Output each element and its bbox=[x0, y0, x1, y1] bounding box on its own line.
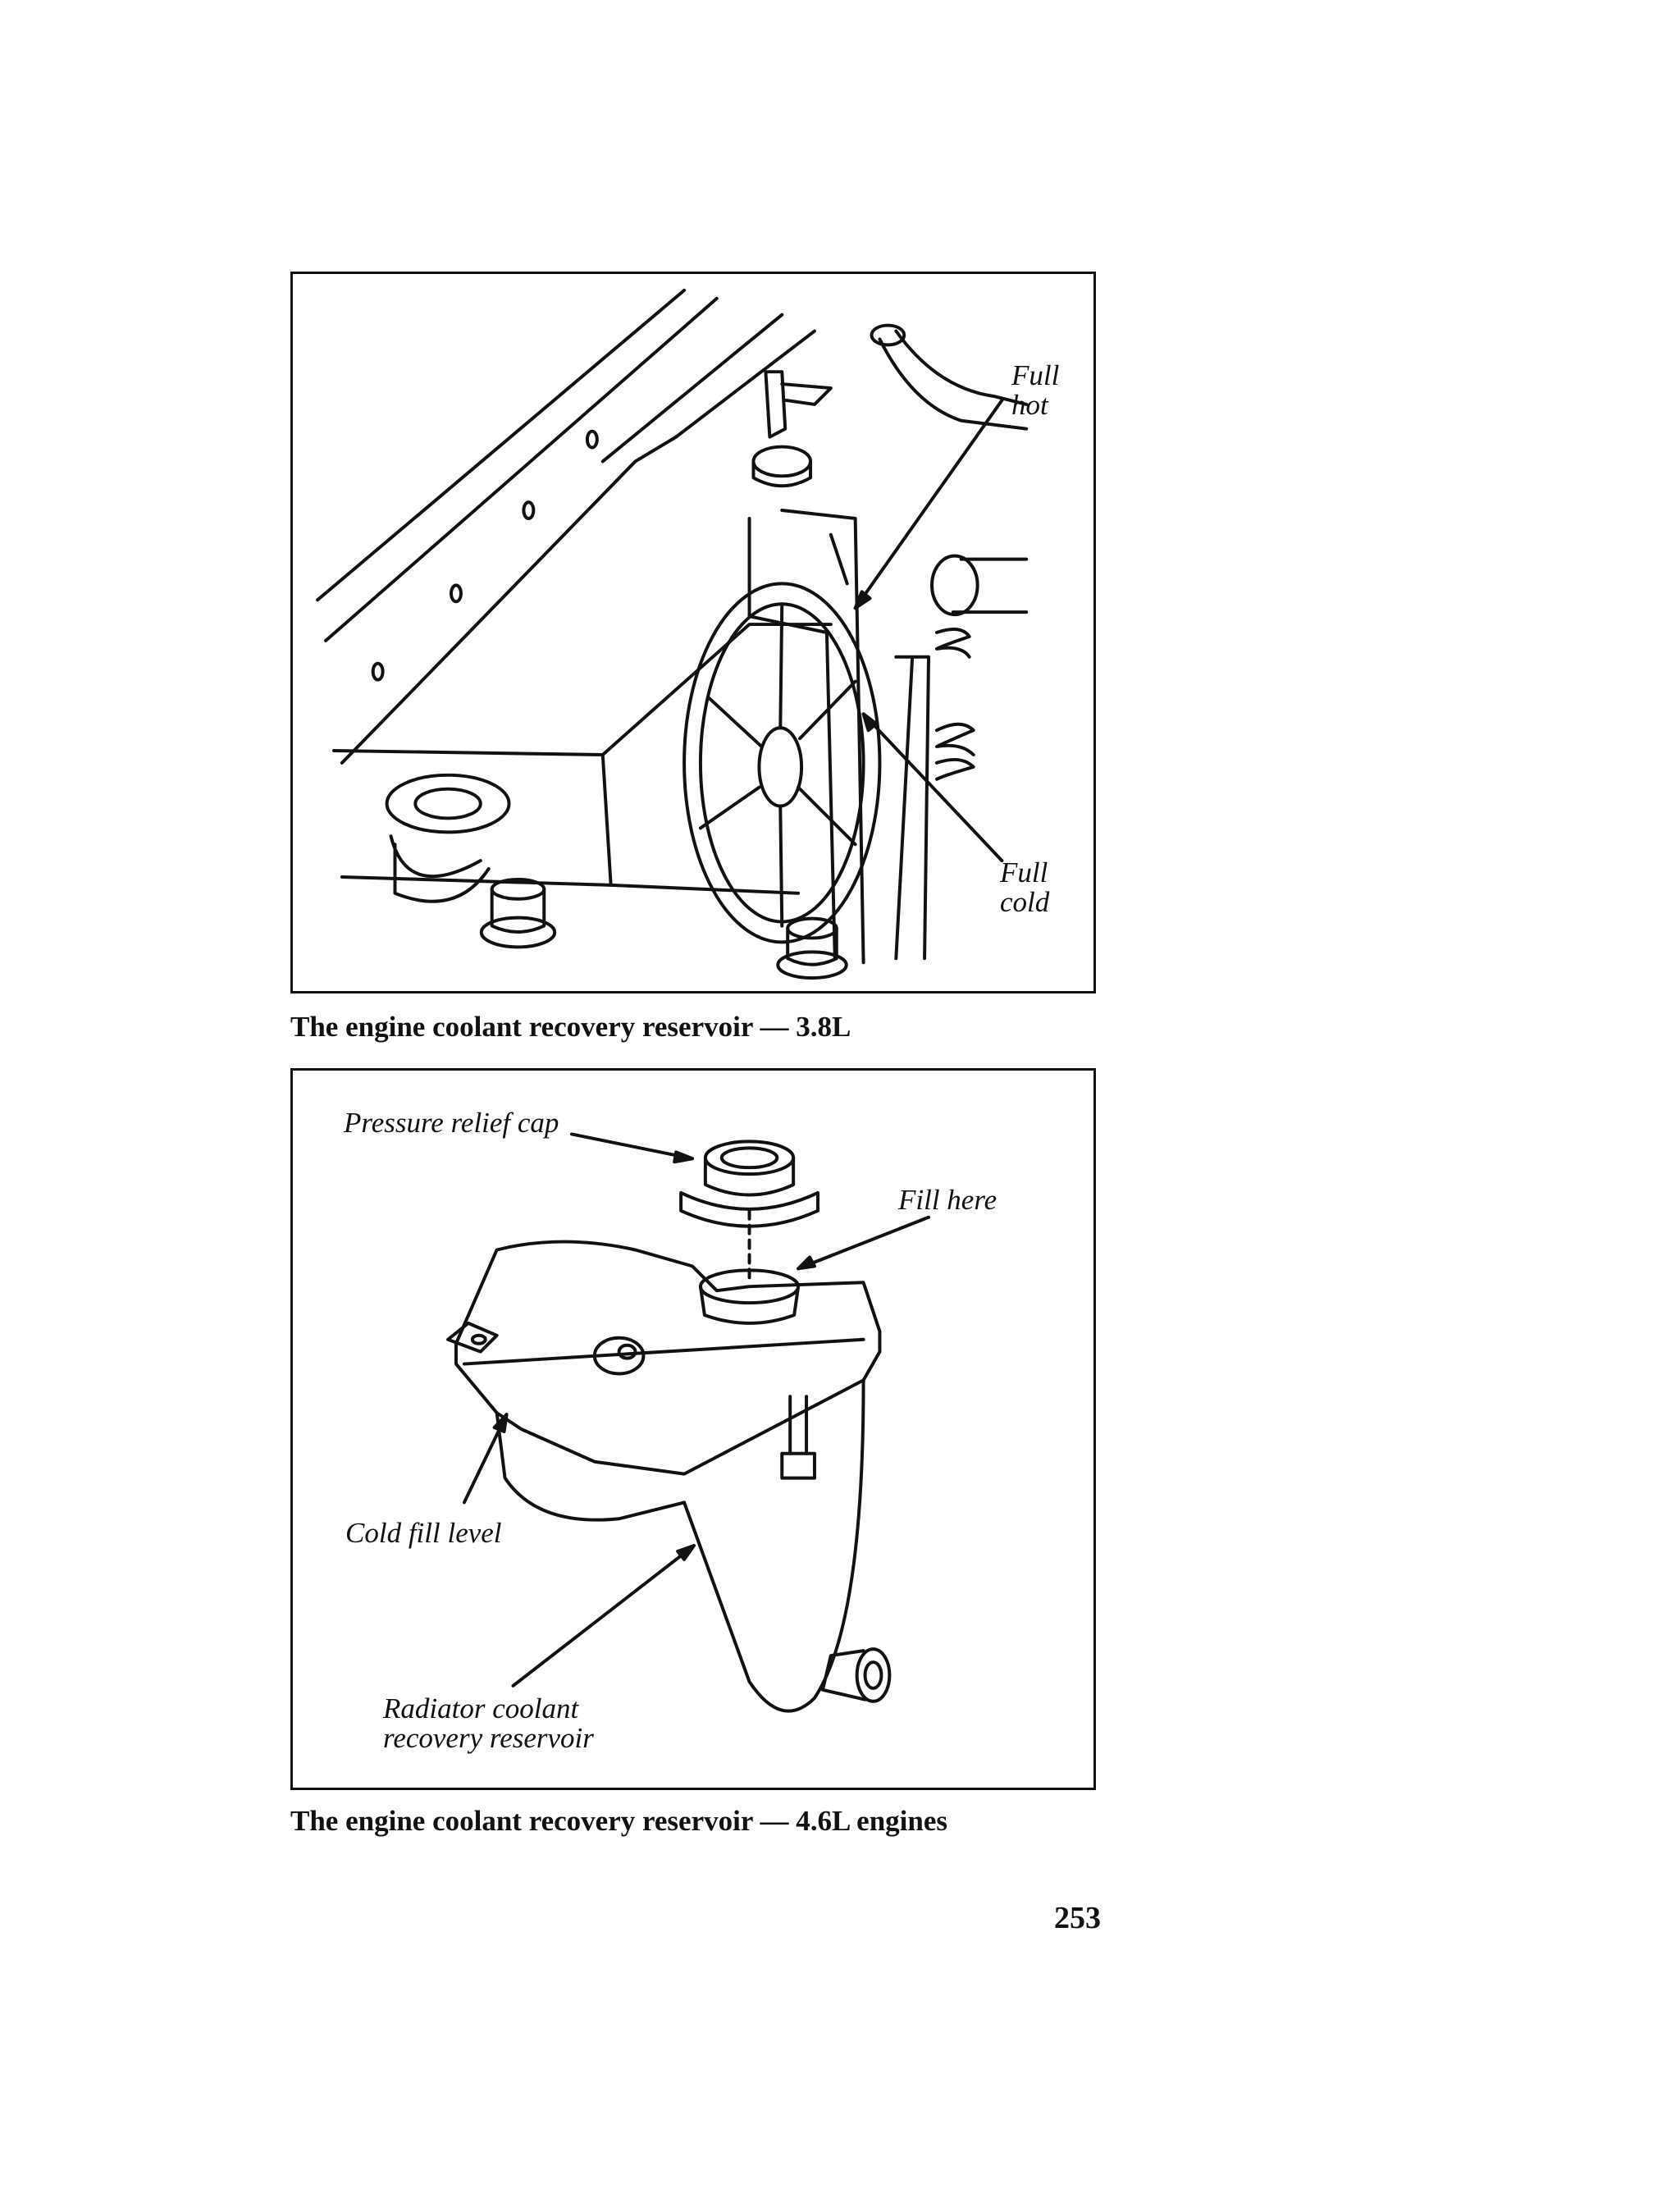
full-cold-label: Full cold bbox=[1000, 856, 1050, 918]
cold-fill-level-label: Cold fill level bbox=[345, 1517, 502, 1549]
figure-caption-3-8l: The engine coolant recovery reservoir — … bbox=[290, 1011, 851, 1043]
reservoir-4-6l-illustration bbox=[446, 1132, 931, 1713]
figure-caption-4-6l: The engine coolant recovery reservoir — … bbox=[290, 1805, 948, 1837]
radiator-reservoir-label: Radiator coolant recovery reservoir bbox=[383, 1692, 594, 1754]
page-number: 253 bbox=[1054, 1901, 1101, 1935]
full-hot-label: Full hot bbox=[1011, 359, 1060, 421]
engine-3-8l-illustration bbox=[316, 288, 1029, 980]
figure-3-8l-engine: Full hot Full cold bbox=[290, 272, 1096, 993]
fill-here-label: Fill here bbox=[898, 1184, 998, 1216]
figure-4-6l-reservoir: Pressure relief cap Fill here Cold fill … bbox=[290, 1068, 1096, 1790]
pressure-relief-cap-label: Pressure relief cap bbox=[344, 1107, 559, 1139]
